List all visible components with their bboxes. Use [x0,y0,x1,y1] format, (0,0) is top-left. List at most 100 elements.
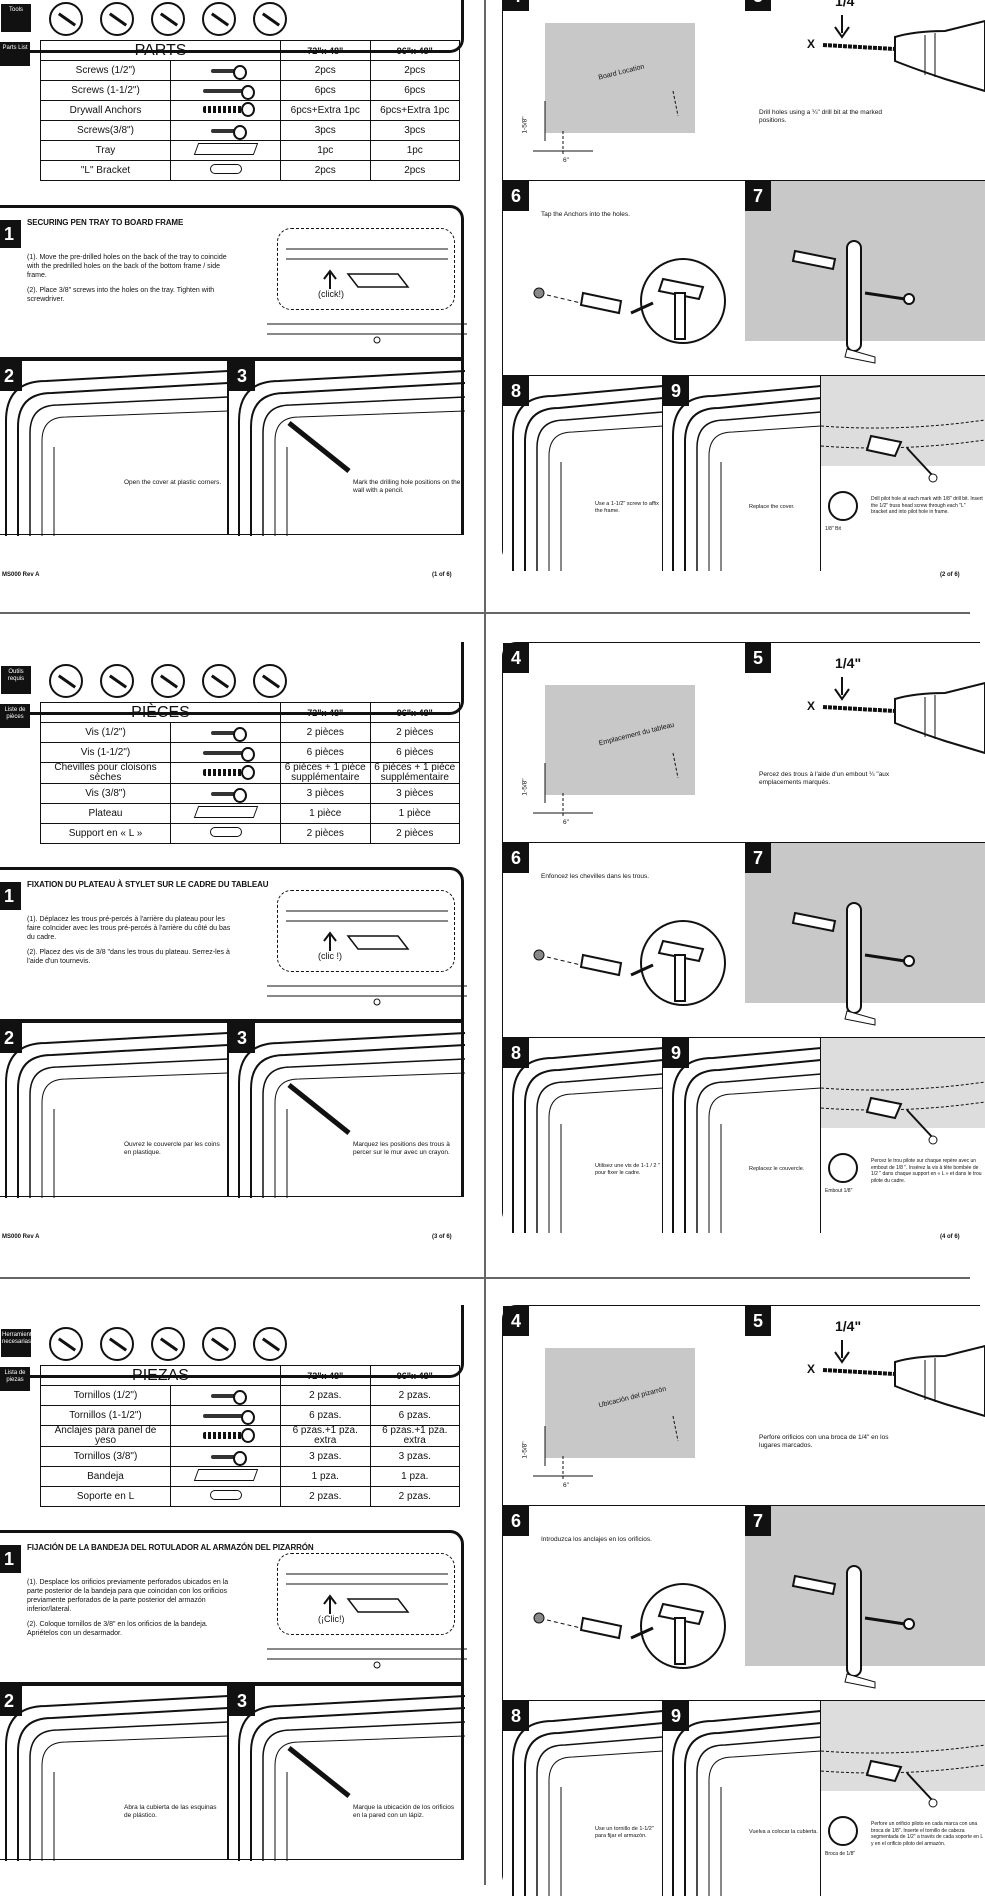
part-qty-a: 6 pzas. [280,1405,371,1426]
measurement-lines [533,752,679,818]
part-icon-cell [170,823,281,844]
drill-icon [822,15,985,93]
step6-caption: Introduzca los anclajes en los orificios… [541,1536,652,1543]
x-mark: X [807,699,816,713]
part-qty-b: 6pcs+Extra 1pc [369,100,460,121]
part-icon-cell [170,1425,281,1447]
frame-corner-illustration [512,1710,664,1896]
step-number: 5 [745,643,771,673]
wrench-icon [151,664,185,698]
row-divider-2 [0,1277,970,1279]
part-name: Chevilles pour cloisons sèches [40,762,171,784]
part-icon-cell [170,1486,281,1507]
part-qty-a: 1 pièce [280,803,371,824]
step1-instruction-2: (2). Place 3/8" screws into the holes on… [27,287,215,303]
part-qty-a: 6 pièces + 1 pièce supplémentaire [280,762,371,784]
drill-bit-label: 1/8" Bit [825,526,841,532]
part-qty-a: 6 pzas.+1 pza. extra [280,1425,371,1447]
step-number: 4 [503,1306,529,1336]
step-number: 7 [745,843,771,873]
step1-instruction-2: (2). Placez des vis de 3/8 "dans les tro… [27,949,230,965]
frame-corner-illustration [672,1710,822,1896]
part-icon-cell [170,80,281,101]
part-qty-a: 3 pzas. [280,1446,371,1467]
drill-icon [822,1340,985,1418]
phillips-icon [100,664,134,698]
part-icon-cell [170,803,281,824]
part-icon-cell [170,1385,281,1406]
part-icon-cell [170,1466,281,1487]
part-name: Vis (3/8") [40,783,171,804]
step-number: 1 [0,220,21,248]
step3-caption: Mark the drilling hole positions on the … [353,479,461,494]
table-row: Tornillos (1/2")2 pzas.2 pzas. [40,1385,460,1406]
tray-detail-callout: (click!) [277,228,455,310]
table-row: Tornillos (1-1/2")6 pzas.6 pzas. [40,1405,460,1426]
step-number: 3 [229,1686,255,1716]
step3-panel: 3 Mark the drilling hole positions on th… [228,360,466,536]
part-qty-b: 2 pzas. [369,1486,460,1507]
part-name: Anclajes para panel de yeso [40,1425,171,1447]
step-number: 7 [745,1506,771,1536]
step1-title: SECURING PEN TRAY TO BOARD FRAME [27,218,184,227]
frame-bottom-illustration [267,1648,467,1669]
part-name: Vis (1-1/2") [40,742,171,763]
parts-tab: Liste de pièces [0,704,30,728]
step6-caption: Tap the Anchors into the holes. [541,211,630,218]
part-qty-a: 2 pzas. [280,1486,371,1507]
bracket-anchor-illustration [791,902,915,1026]
tray-illustration [286,248,448,289]
step5-caption: Perfore orificios con una broca de 1/4" … [759,1434,889,1449]
step10-caption: Drill pilot hole at each mark with 1/8" … [871,496,983,515]
step3-caption: Marquez les positions des trous à percer… [353,1141,450,1156]
right-footer-page-number: (2 of 6) [940,572,960,578]
step8-panel: 8 Utilisez une vis de 1-1 / 2 " pour fix… [503,1038,664,1233]
frame-corner-illustration [5,1695,229,1861]
tray-illustration [286,910,448,951]
part-qty-a: 2 pièces [280,722,371,743]
dimension-b: 6" [563,157,569,164]
step-number: 6 [503,1506,529,1536]
step-number: 1 [0,882,21,910]
frame-corner-illustration [672,385,822,571]
part-qty-a: 2pcs [280,60,371,81]
part-icon-cell [170,722,281,743]
size-b-header: 96"x 48" [369,1365,460,1386]
parts-header: PIÈCES [40,702,281,723]
step9-caption: Replace the cover. [749,504,795,510]
step2-panel: 2 Ouvrez le couvercle par les coins en p… [0,1022,229,1198]
screw-icon [210,125,247,140]
footer-page-number: (1 of 6) [432,572,452,578]
drill-bit-size: 1/4" [835,1318,862,1334]
frame-bottom-illustration [267,985,467,1006]
click-label: (clic !) [318,951,342,961]
wall-area [745,181,985,341]
screw-icon [210,788,247,803]
step-number: 7 [745,181,771,211]
footer-page-number: (3 of 6) [432,1234,452,1240]
dimension-a: 1-5/8" [521,1441,529,1459]
step7-panel: 77 [745,181,985,376]
step9-panel: 9 Replace the cover. [663,376,822,571]
part-name: Vis (1/2") [40,722,171,743]
tray-detail-callout: (clic !) [277,890,455,972]
center-divider [484,0,486,1885]
drill-bit-label: Broca de 1/8" [825,1851,856,1857]
dimension-b: 6" [563,1482,569,1489]
part-qty-a: 6pcs+Extra 1pc [280,100,371,121]
tools-tab: Herramientas necesarias [1,1329,38,1357]
step5-caption: Drill holes using a ¼" drill bit at the … [759,109,882,124]
